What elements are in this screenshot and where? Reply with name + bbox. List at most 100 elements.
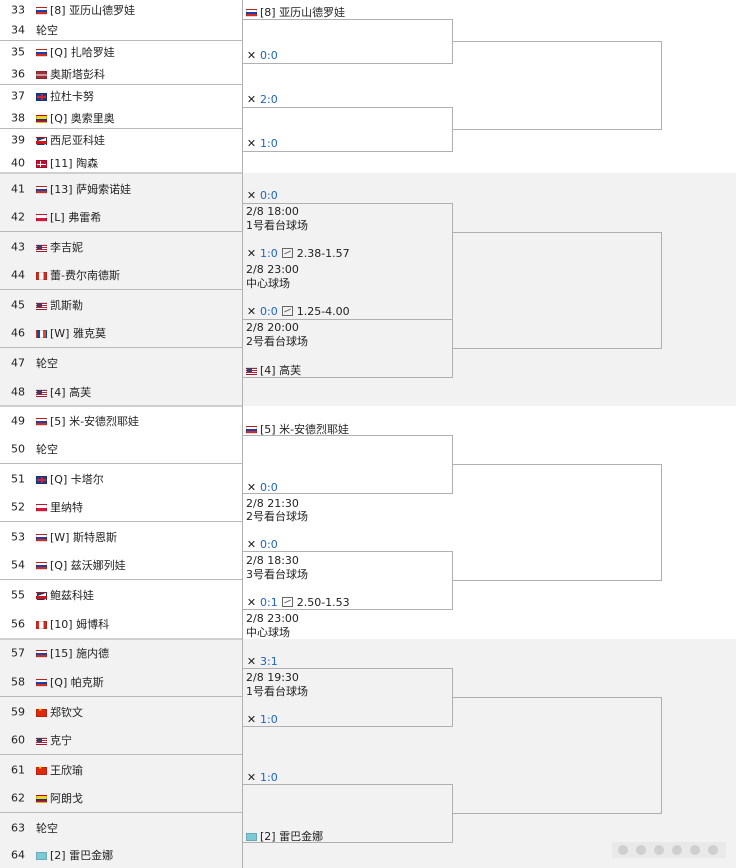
draw-position: 55 bbox=[11, 588, 25, 601]
draw-row[interactable]: 33[8] 亚历山德罗娃 bbox=[0, 0, 243, 19]
flag-us-icon bbox=[36, 243, 47, 252]
bracket-player[interactable]: [8] 亚历山德罗娃 bbox=[246, 6, 345, 19]
player-entry: [10] 姆博科 bbox=[36, 616, 109, 632]
draw-row[interactable]: 49[5] 米-安德烈耶娃 bbox=[0, 406, 243, 435]
player-entry: [Q] 扎哈罗娃 bbox=[36, 44, 115, 60]
score-link[interactable]: 3:1 bbox=[260, 655, 278, 668]
player-name: 轮空 bbox=[36, 443, 58, 456]
draw-position: 40 bbox=[11, 156, 25, 169]
chart-icon[interactable] bbox=[281, 248, 293, 258]
draw-row[interactable]: 38[Q] 奥索里奥 bbox=[0, 107, 243, 129]
bracket-player[interactable]: [4] 高芙 bbox=[246, 364, 301, 377]
score-link[interactable]: 0:0 bbox=[260, 305, 278, 318]
player-name: [8] 亚历山德罗娃 bbox=[260, 6, 346, 19]
draw-row[interactable]: 42[L] 弗雷希 bbox=[0, 203, 243, 232]
draw-position: 58 bbox=[11, 675, 25, 688]
player-name: [Q] 卡塔尔 bbox=[50, 472, 104, 486]
draw-position: 36 bbox=[11, 67, 25, 80]
match-score[interactable]: ✕0:0 bbox=[246, 481, 278, 494]
chart-icon[interactable] bbox=[281, 597, 293, 607]
draw-position: 64 bbox=[11, 848, 25, 862]
flag-cn-icon bbox=[36, 765, 47, 775]
bracket-player[interactable]: [2] 雷巴金娜 bbox=[246, 830, 323, 843]
score-link[interactable]: 0:0 bbox=[260, 481, 278, 494]
flag-ru-icon bbox=[36, 6, 47, 15]
score-link[interactable]: 0:0 bbox=[260, 189, 278, 202]
draw-row[interactable]: 56[10] 姆博科 bbox=[0, 609, 243, 638]
draw-row[interactable]: 48[4] 高芙 bbox=[0, 377, 243, 406]
match-score[interactable]: ✕0:0 bbox=[246, 538, 278, 551]
draw-row[interactable]: 53[W] 斯特恩斯 bbox=[0, 522, 243, 551]
match-score[interactable]: ✕0:0 bbox=[246, 49, 278, 62]
draw-position: 43 bbox=[11, 240, 25, 253]
chart-icon[interactable] bbox=[281, 306, 293, 316]
draw-row[interactable]: 59郑钦文 bbox=[0, 697, 243, 726]
player-entry: 蕾-费尔南德斯 bbox=[36, 267, 120, 283]
bracket-connector bbox=[453, 697, 662, 698]
player-name: 轮空 bbox=[36, 356, 58, 370]
draw-position: 34 bbox=[11, 23, 25, 36]
player-entry: 王欣瑜 bbox=[36, 762, 83, 778]
draw-row[interactable]: 35[Q] 扎哈罗娃 bbox=[0, 41, 243, 63]
bracket-connector bbox=[243, 668, 453, 669]
flag-ru-icon bbox=[36, 417, 47, 426]
score-link[interactable]: 0:0 bbox=[260, 49, 278, 62]
draw-row[interactable]: 41[13] 萨姆索诺娃 bbox=[0, 174, 243, 203]
bracket-connector bbox=[453, 464, 662, 465]
draw-row[interactable]: 61王欣瑜 bbox=[0, 755, 243, 784]
score-link[interactable]: 1:0 bbox=[260, 137, 278, 150]
flag-ca-icon bbox=[36, 620, 47, 629]
swords-icon: ✕ bbox=[246, 137, 257, 150]
player-entry: [5] 米-安德烈耶娃 bbox=[36, 413, 139, 429]
draw-row[interactable]: 64[2] 雷巴金娜 bbox=[0, 842, 243, 868]
odds-value: 1.25-4.00 bbox=[296, 305, 350, 318]
draw-position: 63 bbox=[11, 821, 25, 834]
draw-row[interactable]: 40[11] 陶森 bbox=[0, 151, 243, 174]
match-score[interactable]: ✕1:0 bbox=[246, 771, 278, 784]
section-divider bbox=[0, 172, 243, 174]
bracket-connector bbox=[661, 41, 662, 130]
swords-icon: ✕ bbox=[246, 771, 257, 784]
score-link[interactable]: 0:1 bbox=[260, 596, 278, 609]
bracket-connector bbox=[661, 464, 662, 581]
match-time: 2/8 18:00 bbox=[246, 205, 299, 218]
match-court: 1号看台球场 bbox=[246, 219, 308, 232]
score-link[interactable]: 2:0 bbox=[260, 93, 278, 106]
match-score[interactable]: ✕3:1 bbox=[246, 655, 278, 668]
draw-row[interactable]: 54[Q] 兹沃娜列娃 bbox=[0, 551, 243, 580]
score-link[interactable]: 1:0 bbox=[260, 247, 278, 260]
bracket-connector bbox=[243, 551, 453, 552]
player-name: [4] 高芙 bbox=[260, 364, 302, 377]
match-score[interactable]: ✕1:0 bbox=[246, 713, 278, 726]
player-entry: 凯斯勒 bbox=[36, 297, 83, 313]
bracket-player[interactable]: [5] 米-安德烈耶娃 bbox=[246, 423, 349, 436]
draw-row[interactable]: 51[Q] 卡塔尔 bbox=[0, 464, 243, 493]
draw-row[interactable]: 57[15] 施内德 bbox=[0, 638, 243, 667]
score-link[interactable]: 1:0 bbox=[260, 713, 278, 726]
score-link[interactable]: 0:0 bbox=[260, 538, 278, 551]
bracket-connector bbox=[243, 435, 453, 436]
draw-row[interactable]: 46[W] 雅克莫 bbox=[0, 319, 243, 348]
match-score[interactable]: ✕2:0 bbox=[246, 93, 278, 106]
draw-row[interactable]: 58[Q] 帕克斯 bbox=[0, 667, 243, 697]
match-score[interactable]: ✕1:0 bbox=[246, 137, 278, 150]
match-score[interactable]: ✕0:0 bbox=[246, 189, 278, 202]
score-link[interactable]: 1:0 bbox=[260, 771, 278, 784]
